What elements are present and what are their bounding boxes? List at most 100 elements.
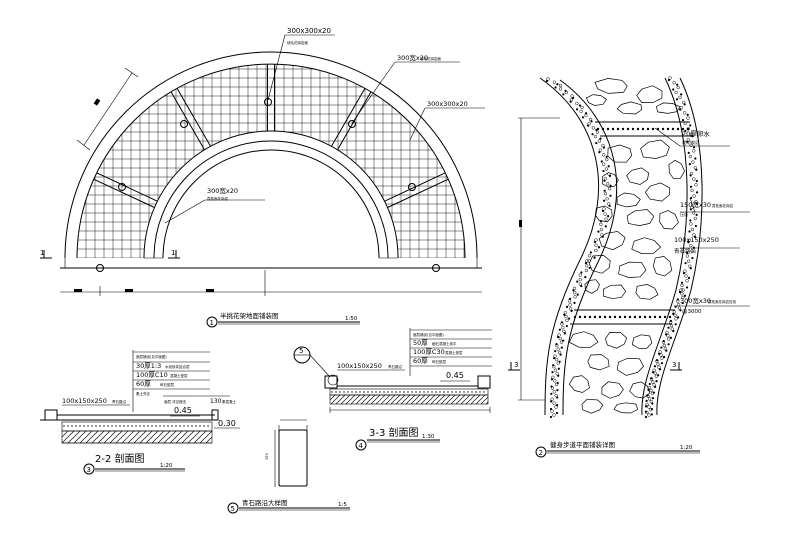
dimension-line	[76, 67, 139, 151]
svg-text:@3000: @3000	[682, 309, 702, 315]
svg-text:荔枝面花岗岩: 荔枝面花岗岩	[712, 203, 733, 208]
svg-text:面层 详见做法: 面层 详见做法	[164, 399, 187, 404]
section-3-3-strata	[324, 375, 491, 413]
section-3-3-callout-5: 5	[293, 346, 339, 386]
cross-bands	[570, 121, 692, 325]
svg-text:烧毛花岗岩面: 烧毛花岗岩面	[420, 56, 441, 61]
svg-text:100厚C10: 100厚C10	[136, 371, 168, 379]
svg-text:混凝土垫层: 混凝土垫层	[445, 350, 463, 355]
svg-text:青石路沿: 青石路沿	[674, 247, 697, 255]
trail-right-inner-edge	[641, 77, 688, 416]
svg-text:水泥砂浆结合层: 水泥砂浆结合层	[165, 364, 190, 369]
section-mark-3-right: 3	[670, 361, 682, 371]
svg-text:素混凝土: 素混凝土	[222, 399, 236, 404]
section-mark-1-right: 1	[168, 249, 180, 259]
detail-5-title: 5 青石路沿大样图 1:5	[227, 498, 350, 514]
svg-text:青石路沿: 青石路沿	[388, 364, 402, 369]
svg-text:3: 3	[514, 361, 518, 369]
stone-paving	[568, 78, 685, 414]
svg-text:1: 1	[40, 249, 44, 257]
inner-ring-arc-2	[153, 140, 389, 259]
svg-text:面层铺设(见平面图): 面层铺设(见平面图)	[136, 354, 167, 359]
svg-text:1: 1	[171, 249, 175, 257]
section-3-3-curb-label: 100x150x250	[337, 362, 382, 370]
svg-text:30厚1:3: 30厚1:3	[136, 362, 161, 370]
section-2-2-elev-030: 0.30	[218, 419, 236, 428]
svg-text:混凝土垫层: 混凝土垫层	[170, 373, 188, 378]
svg-text:100厚C30: 100厚C30	[413, 348, 445, 356]
svg-text:荔枝面花岗岩压线: 荔枝面花岗岩压线	[708, 299, 736, 304]
note-strip-300-b: 300宽x20	[207, 186, 238, 195]
section-3-3-elev: 0.45	[446, 371, 464, 380]
outer-edge-arc	[64, 51, 478, 259]
svg-text:青石路沿大样图: 青石路沿大样图	[242, 498, 288, 507]
svg-text:3-3 剖面图: 3-3 剖面图	[369, 426, 419, 439]
section-2-2-layer-callouts: 面层铺设(见平面图) 30厚1:3 水泥砂浆结合层 100厚C10 混凝土垫层 …	[132, 350, 236, 412]
svg-text:就岸铺设: 就岸铺设	[682, 139, 698, 145]
svg-text:1:20: 1:20	[680, 445, 693, 451]
plan-1-notes: 300x300x20 烧毛花岗岩面 300宽x20 烧毛花岗岩面 300x300…	[164, 27, 485, 224]
note-tile-300x300-b: 300x300x20	[427, 100, 468, 108]
section-3-3: 面层铺设(见平面图) 50厚 细石混凝土找平 100厚C30 混凝土垫层 60厚…	[293, 328, 492, 451]
section-3-3-layer-callouts: 面层铺设(见平面图) 50厚 细石混凝土找平 100厚C30 混凝土垫层 60厚…	[409, 328, 492, 376]
fitness-trail-plan: 3 3 20厚卵水 就岸铺设 150宽x30 荔枝面花岗岩 压线 100x150…	[508, 76, 750, 458]
note-tile-300x300: 300x300x20	[287, 27, 331, 35]
section-2-2-curb-label: 100x150x250	[62, 397, 107, 405]
svg-text:2-2 剖面图: 2-2 剖面图	[95, 452, 145, 465]
svg-text:4: 4	[359, 442, 364, 450]
svg-text:300宽x30: 300宽x30	[680, 296, 711, 305]
curb-detail-5: 150 5 青石路沿大样图 1:5	[227, 419, 350, 514]
svg-text:150: 150	[265, 453, 269, 460]
svg-text:1:30: 1:30	[422, 434, 435, 440]
trail-right-outer-edge	[656, 77, 703, 416]
svg-text:60厚: 60厚	[136, 380, 151, 388]
section-2-2-title: 2-2 剖面图 3 1:20	[83, 452, 185, 475]
svg-text:1:5: 1:5	[338, 502, 347, 508]
section-2-2-elev-045: 0.45	[174, 406, 192, 415]
svg-text:1:50: 1:50	[345, 316, 358, 322]
svg-text:130: 130	[210, 398, 222, 405]
svg-text:健身步道平面铺装详图: 健身步道平面铺装详图	[550, 440, 615, 449]
svg-text:半挑花架地面铺装图: 半挑花架地面铺装图	[220, 311, 279, 320]
curb-stone-profile	[278, 429, 308, 487]
section-3-3-title: 3-3 剖面图 4 1:30	[355, 426, 440, 451]
svg-text:100x150x250: 100x150x250	[674, 236, 719, 244]
paving-grid	[77, 64, 465, 258]
trail-left-inner-edge	[559, 79, 618, 416]
section-mark-3-left: 3	[508, 361, 520, 371]
svg-text:20厚卵水: 20厚卵水	[682, 129, 710, 138]
column-markers	[96, 98, 440, 272]
section-mark-1-left: 1	[40, 249, 52, 259]
note-strip-300: 300宽x20	[397, 53, 428, 62]
trail-dimension	[518, 117, 560, 401]
svg-text:150宽x30: 150宽x30	[680, 200, 711, 209]
section-2-2: 面层铺设(见平面图) 30厚1:3 水泥砂浆结合层 100厚C10 混凝土垫层 …	[40, 350, 240, 475]
svg-text:面层铺设(见平面图): 面层铺设(见平面图)	[413, 332, 444, 337]
svg-text:青石路沿: 青石路沿	[112, 399, 126, 404]
inner-ring-arc-1	[143, 130, 399, 259]
trail-left-outer-edge	[539, 77, 600, 416]
section-2-2-strata	[40, 409, 219, 444]
svg-text:烧毛花岗岩面: 烧毛花岗岩面	[287, 40, 308, 45]
svg-text:2: 2	[539, 449, 543, 457]
svg-text:碎石垫层: 碎石垫层	[432, 359, 446, 364]
svg-text:5: 5	[231, 505, 235, 513]
plan-1-title: 1 半挑花架地面铺装图 1:50	[206, 311, 360, 328]
svg-text:荔枝面花岗岩: 荔枝面花岗岩	[207, 196, 228, 201]
svg-text:碎石垫层: 碎石垫层	[160, 382, 174, 387]
svg-text:1: 1	[210, 319, 214, 327]
svg-text:3: 3	[672, 361, 676, 369]
svg-text:5: 5	[299, 347, 303, 355]
plan-2-title: 2 健身步道平面铺装详图 1:20	[535, 440, 700, 458]
pergola-paving-plan: 1 1 300x300x20 烧毛花岗岩面 300宽x20 烧毛花岗岩面 300…	[40, 27, 485, 328]
bottom-dimension-ticks	[60, 270, 482, 296]
svg-text:素土夯实: 素土夯实	[136, 391, 150, 396]
svg-text:细石混凝土找平: 细石混凝土找平	[432, 341, 457, 346]
svg-text:60厚: 60厚	[413, 357, 428, 365]
inner-ring-arc-3	[162, 149, 380, 259]
svg-text:压线: 压线	[680, 211, 688, 217]
outer-edge-inner-arc	[76, 63, 466, 259]
svg-text:3: 3	[87, 466, 91, 474]
pebble-border-texture	[545, 76, 699, 419]
